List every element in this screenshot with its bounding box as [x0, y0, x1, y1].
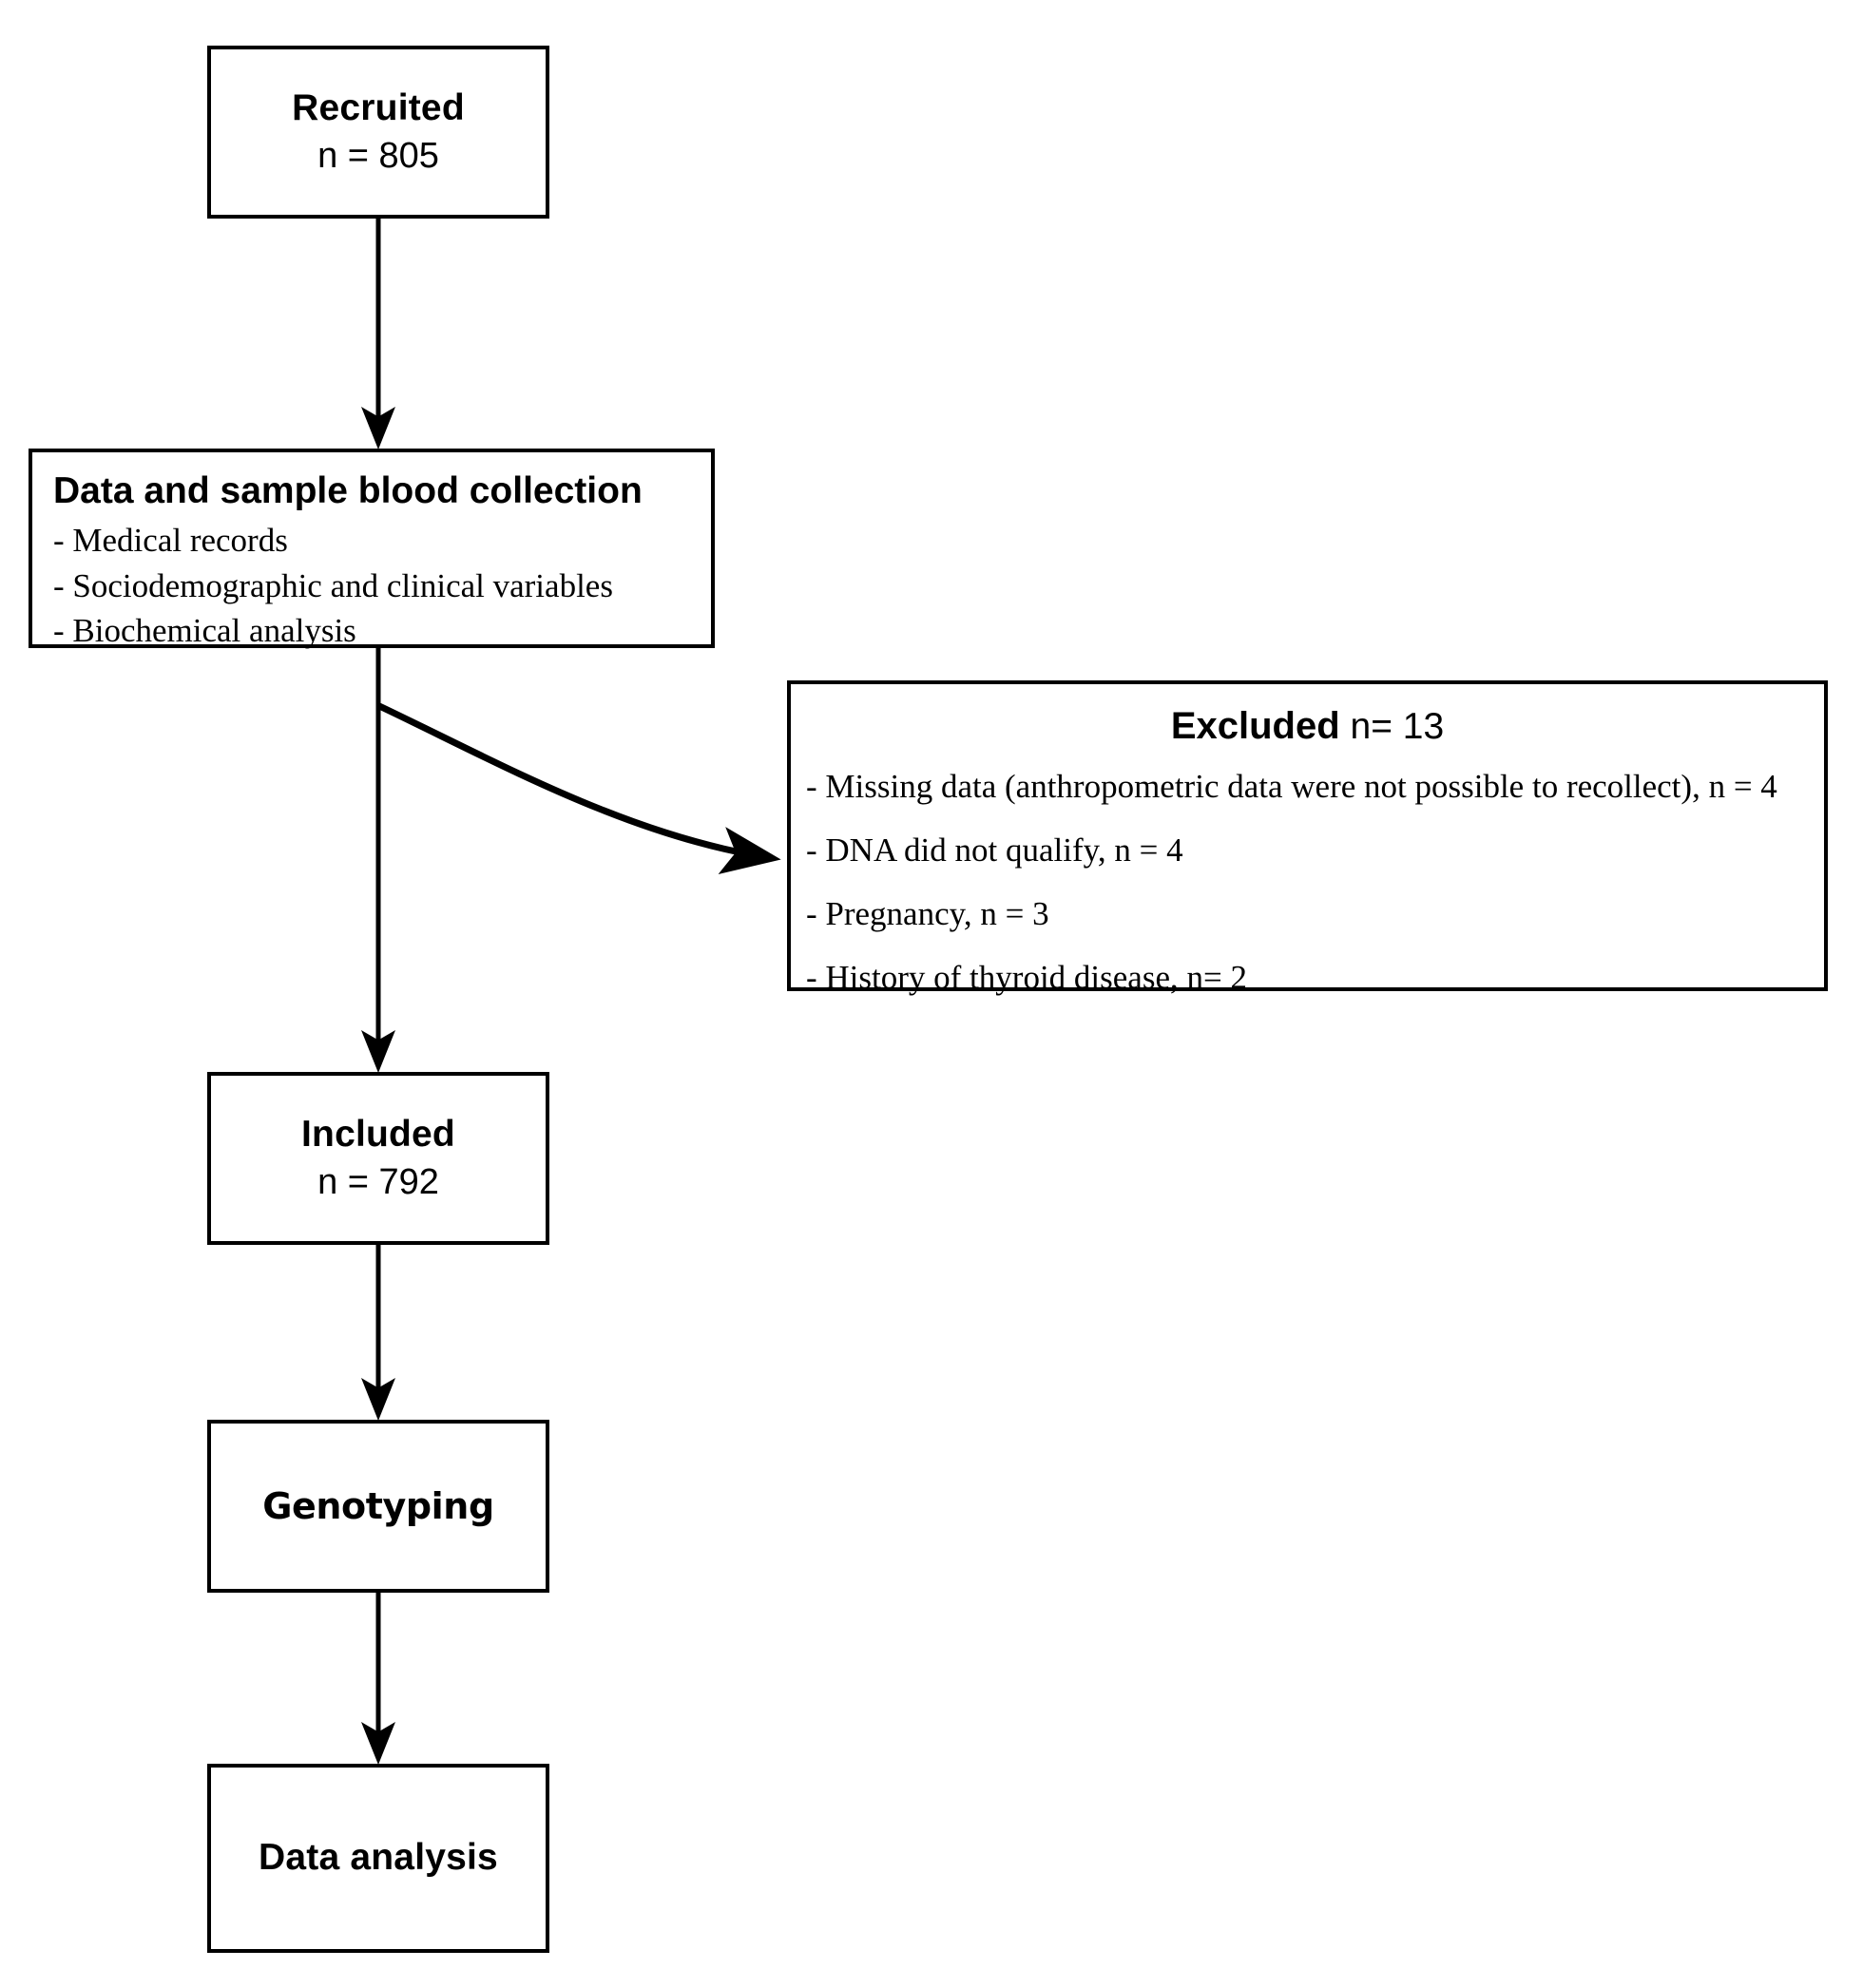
node-genotyping-title: Genotyping	[262, 1484, 494, 1527]
collection-item-list: - Medical records - Sociodemographic and…	[53, 520, 711, 653]
node-excluded-count: n= 13	[1350, 706, 1445, 747]
node-included-title: Included	[301, 1113, 455, 1155]
list-item: - Sociodemographic and clinical variable…	[53, 566, 613, 604]
node-data-analysis[interactable]: Data analysis	[207, 1764, 549, 1953]
node-recruited-title: Recruited	[292, 86, 465, 128]
node-collection-title: Data and sample blood collection	[53, 470, 643, 511]
node-recruited[interactable]: Recruited n = 805	[207, 46, 549, 219]
node-excluded-title: Excluded	[1170, 705, 1340, 747]
list-item: - Missing data (anthropometric data were…	[806, 768, 1777, 805]
node-data-and-sample-blood-collection[interactable]: Data and sample blood collection - Medic…	[29, 449, 715, 649]
node-excluded-heading: Excluded n= 13	[791, 705, 1824, 748]
list-item: - History of thyroid disease, n= 2	[806, 959, 1247, 996]
node-included[interactable]: Included n = 792	[207, 1072, 549, 1245]
list-item: - Biochemical analysis	[53, 612, 356, 650]
node-data-analysis-title: Data analysis	[259, 1837, 498, 1879]
node-excluded[interactable]: Excluded n= 13 - Missing data (anthropom…	[787, 680, 1828, 996]
arrow-collection-to-excluded	[375, 701, 781, 874]
node-included-count: n = 792	[317, 1161, 439, 1202]
excluded-item-list: - Missing data (anthropometric data were…	[791, 767, 1824, 998]
node-genotyping[interactable]: Genotyping	[207, 1420, 549, 1593]
list-item: - Pregnancy, n = 3	[806, 895, 1049, 932]
list-item: - Medical records	[53, 521, 288, 559]
list-item: - DNA did not qualify, n = 4	[806, 832, 1183, 869]
node-recruited-count: n = 805	[317, 135, 439, 176]
